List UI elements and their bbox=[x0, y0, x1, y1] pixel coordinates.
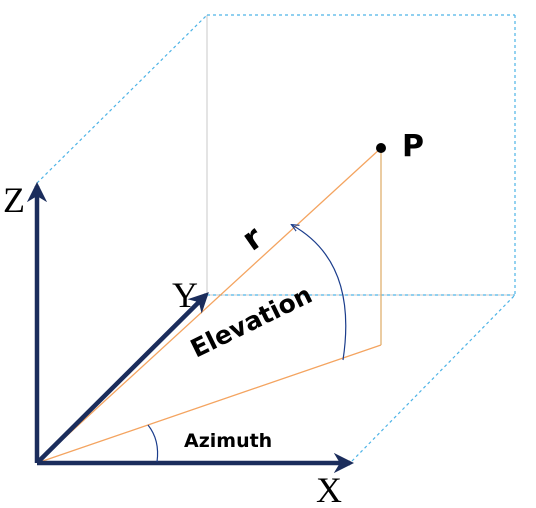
azimuth-arc bbox=[147, 424, 159, 463]
y-axis-label: Y bbox=[172, 275, 198, 315]
point-p-marker bbox=[376, 143, 386, 153]
radius-label: r bbox=[235, 218, 270, 258]
point-label: P bbox=[402, 129, 424, 164]
elevation-label: Elevation bbox=[186, 280, 317, 364]
azimuth-label: Azimuth bbox=[184, 430, 272, 452]
radius-vector bbox=[36, 147, 382, 464]
x-axis-label: X bbox=[316, 470, 342, 508]
bounding-box bbox=[36, 14, 516, 462]
z-axis-label: Z bbox=[3, 180, 25, 220]
elevation-arc bbox=[292, 225, 347, 361]
box-back-edges bbox=[206, 15, 515, 296]
y-axis-line bbox=[35, 292, 209, 465]
azimuth-projection-line bbox=[36, 344, 382, 464]
axes bbox=[26, 181, 355, 474]
